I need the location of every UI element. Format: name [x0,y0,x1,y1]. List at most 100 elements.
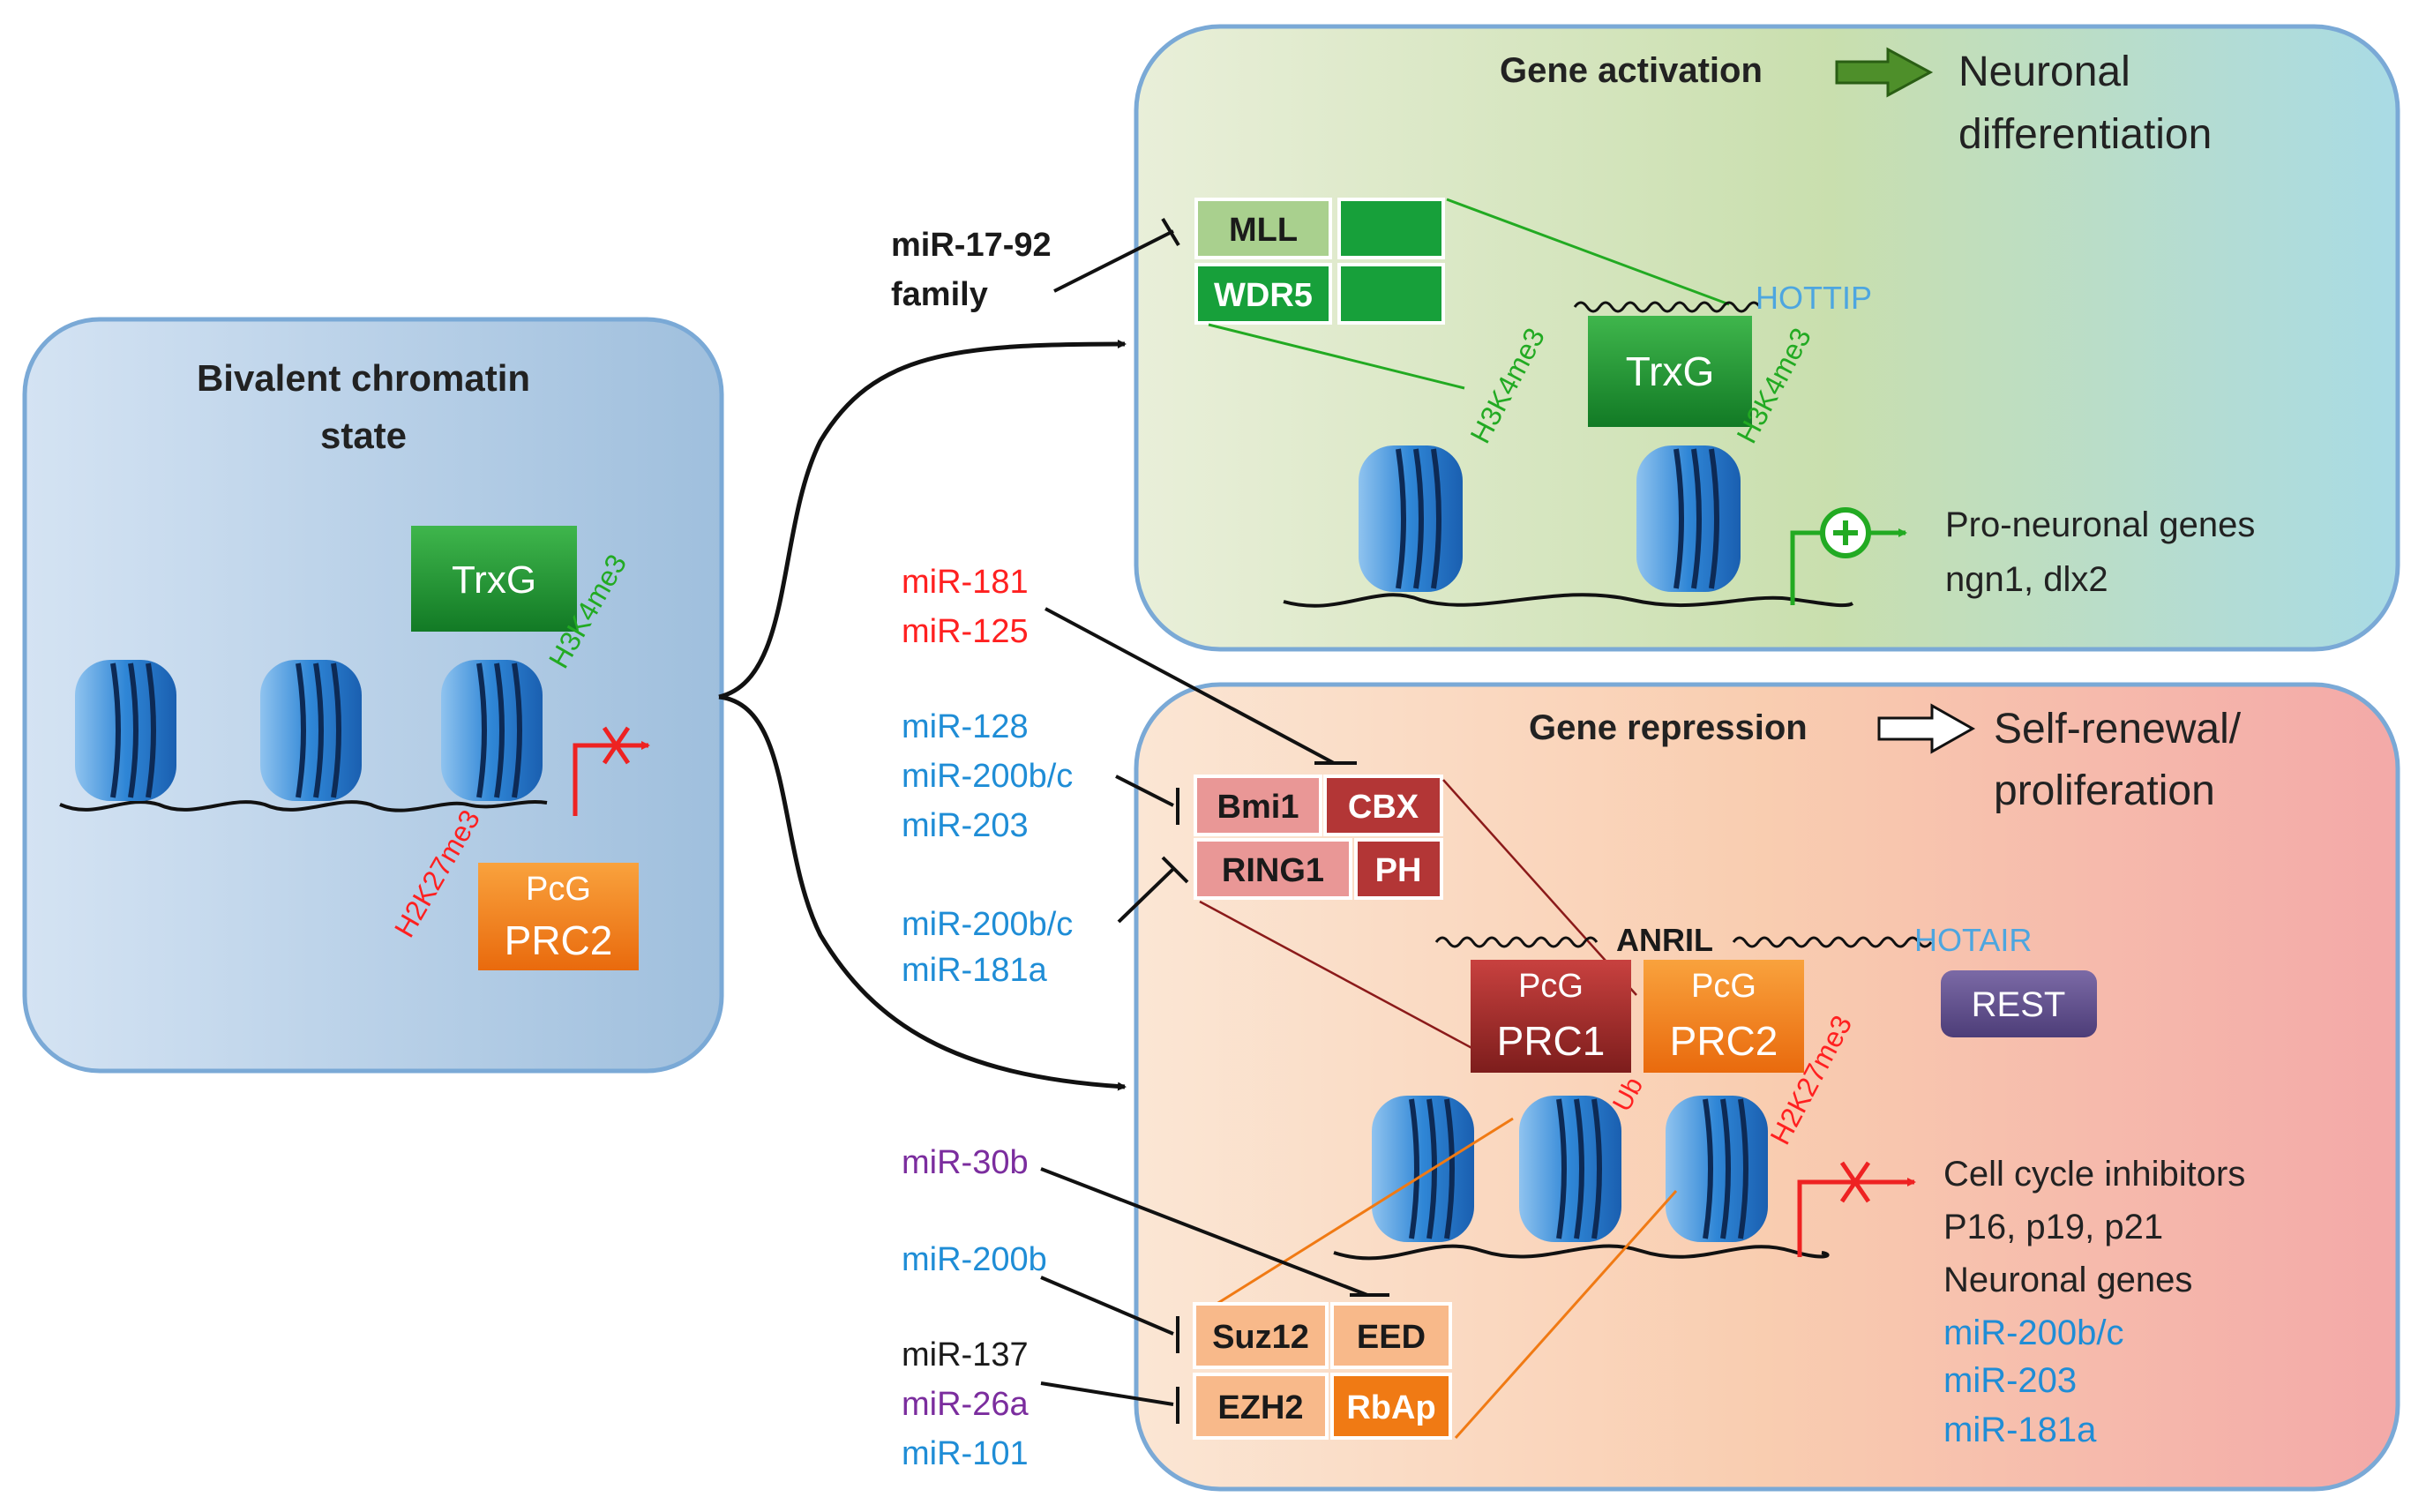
ezh2-box [1193,1373,1329,1440]
rbap-box [1330,1373,1452,1440]
mir200b-inhibition [1040,1276,1179,1353]
mir181a-label: miR-181a [902,952,1048,989]
bivalent-prc2-label: PRC2 [505,917,613,963]
eed-label: EED [1357,1319,1426,1356]
bivalent-pcg-prc2-box [478,863,639,970]
bivalent-trxg-box [411,526,577,632]
suz12-label: Suz12 [1212,1319,1309,1356]
rbap-label: RbAp [1346,1389,1435,1426]
anril-label: ANRIL [1616,922,1713,958]
activation-heading: Gene activation [1500,51,1763,90]
repression-heading: Gene repression [1529,708,1808,747]
active-transcription-icon [1790,507,1907,605]
mir125-label: miR-125 [902,613,1029,650]
mir200bc-label-1: miR-200b/c [902,758,1073,795]
repressed-genes-line3: Neuronal genes [1943,1261,2192,1299]
mir181-125-inhibition [1045,607,1357,765]
dna-strand-bivalent [59,800,548,812]
mir17-92-inhibition [1053,217,1180,293]
mir200bc-label-2: miR-200b/c [902,906,1073,943]
activation-trxg-label: TrxG [1626,348,1715,394]
ezh2-label: EZH2 [1217,1389,1303,1426]
mll-partner-box [1337,198,1445,259]
nucleosome-repression-1 [1372,1096,1474,1242]
repressed-genes-mir2: miR-203 [1943,1361,2077,1400]
repression-outcome-line2: proliferation [1994,767,2215,814]
prc2-top-label: PcG [1691,968,1756,1005]
nucleosome-bivalent-3 [441,660,543,801]
dna-strand-repression [1333,1244,1830,1261]
wdr5-box [1194,263,1332,325]
hottip-rna-strand [1573,301,1762,313]
bivalent-pcg-label: PcG [526,871,591,908]
hottip-label: HOTTIP [1756,280,1872,316]
activation-trxg-box [1588,316,1752,427]
rest-box [1941,970,2097,1037]
prc1-complex-link-top [1442,779,1637,996]
repressed-genes-line1: Cell cycle inhibitors [1943,1155,2245,1194]
dna-strand-activation [1283,593,1854,608]
anril-rna-strand [1434,936,1599,948]
suz12-box [1193,1302,1329,1369]
pro-neuronal-genes-line1: Pro-neuronal genes [1945,505,2255,544]
mir203-label: miR-203 [902,807,1029,844]
eed-box [1330,1302,1452,1369]
prc2-box [1644,960,1804,1073]
mir200b-label: miR-200b [902,1241,1047,1278]
branch-to-repression-arrow [718,694,1127,1091]
ph-box [1354,838,1443,900]
repressed-genes-line2: P16, p19, p21 [1943,1208,2163,1246]
activation-complex-link-top [1446,198,1730,306]
mir137-26a-101-inhibition [1040,1381,1179,1424]
wdr5-label: WDR5 [1214,277,1313,314]
mir30b-inhibition [1040,1167,1389,1297]
ring1-label: RING1 [1222,852,1324,889]
repression-panel [1134,682,2400,1492]
cbx-box [1323,775,1443,836]
rest-label: REST [1972,985,2066,1024]
nucleosome-repression-3 [1666,1096,1768,1242]
pro-neuronal-genes-line2: ngn1, dlx2 [1945,560,2108,599]
activation-outcome-arrow [1835,47,1934,98]
nucleosome-activation-1 [1359,445,1463,592]
repressed-genes-mir3: miR-181a [1943,1411,2097,1449]
bivalent-title-line2: state [320,415,407,456]
prc1-complex-link-bottom [1199,900,1501,1065]
mir17-92-label-line1: miR-17-92 [891,227,1052,264]
prc1-label: PRC1 [1497,1018,1606,1064]
prc1-box [1471,960,1631,1073]
bmi1-box [1194,775,1322,836]
repression-outcome-arrow [1877,703,1976,754]
hotair-label: HOTAIR [1914,922,2032,958]
repression-outcome-line1: Self-renewal/ [1994,706,2242,752]
hotair-rna-strand [1732,936,1933,948]
mir128-label: miR-128 [902,708,1029,745]
mir137-label: miR-137 [902,1336,1029,1374]
bivalent-trxg-label: TrxG [452,558,536,602]
bmi1-label: Bmi1 [1217,789,1299,826]
mll-box [1194,198,1332,259]
prc2-label: PRC2 [1670,1018,1778,1064]
bivalent-blocked-transcription-icon [573,726,650,816]
mir181-label: miR-181 [902,564,1029,601]
mir30b-label: miR-30b [902,1144,1029,1181]
repressed-genes-mir1: miR-200b/c [1943,1314,2124,1352]
mir200bc-181a-inhibition [1117,856,1189,924]
activation-complex-link-bottom [1208,323,1465,390]
activation-outcome-line1: Neuronal [1958,49,2130,95]
mir26a-label: miR-26a [902,1386,1029,1423]
prc1-top-label: PcG [1518,968,1584,1005]
mll-label: MLL [1229,212,1298,249]
wdr5-partner-box [1337,263,1445,325]
mir128-200bc-203-inhibition [1115,775,1179,825]
cbx-label: CBX [1348,789,1419,826]
nucleosome-repression-2 [1519,1096,1621,1242]
ring1-box [1194,838,1352,900]
nucleosome-bivalent-1 [75,660,176,801]
mir17-92-label-line2: family [891,276,988,313]
repressed-transcription-icon [1797,1161,1916,1257]
bivalent-title-line1: Bivalent chromatin [197,357,530,399]
nucleosome-bivalent-2 [260,660,362,801]
